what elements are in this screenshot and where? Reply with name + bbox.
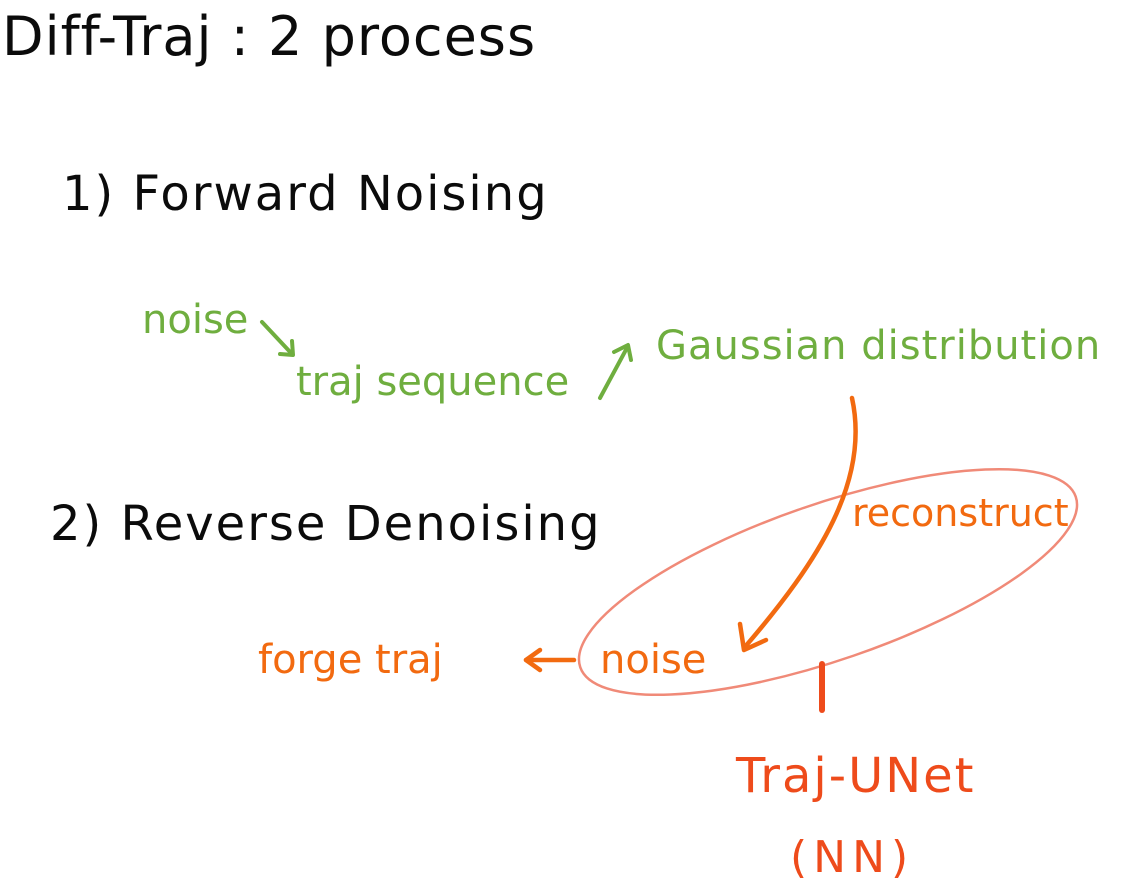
traj-sequence-label: traj sequence — [296, 359, 570, 405]
traj-to-gaussian-arrow — [598, 343, 633, 400]
gaussian-to-noise-arrow — [737, 395, 858, 653]
reverse-denoising-heading: 2) Reverse Denoising — [50, 496, 602, 552]
reverse-noise-label: noise — [600, 637, 707, 683]
forge-traj-label: forge traj — [258, 637, 443, 683]
reconstruct-noise-ellipse — [577, 467, 1079, 697]
traj-unet-label: Traj-UNet — [736, 748, 976, 804]
note-title: Diff-Traj : 2 process — [2, 5, 537, 68]
reconstruct-label: reconstruct — [852, 491, 1069, 535]
noise-to-forge-arrow — [523, 647, 577, 673]
forward-noising-heading: 1) Forward Noising — [62, 166, 549, 222]
gaussian-distribution-label: Gaussian distribution — [656, 323, 1102, 369]
noise-to-traj-arrow — [260, 320, 295, 357]
nn-label: (NN) — [790, 832, 915, 883]
forward-noise-label: noise — [142, 297, 249, 343]
